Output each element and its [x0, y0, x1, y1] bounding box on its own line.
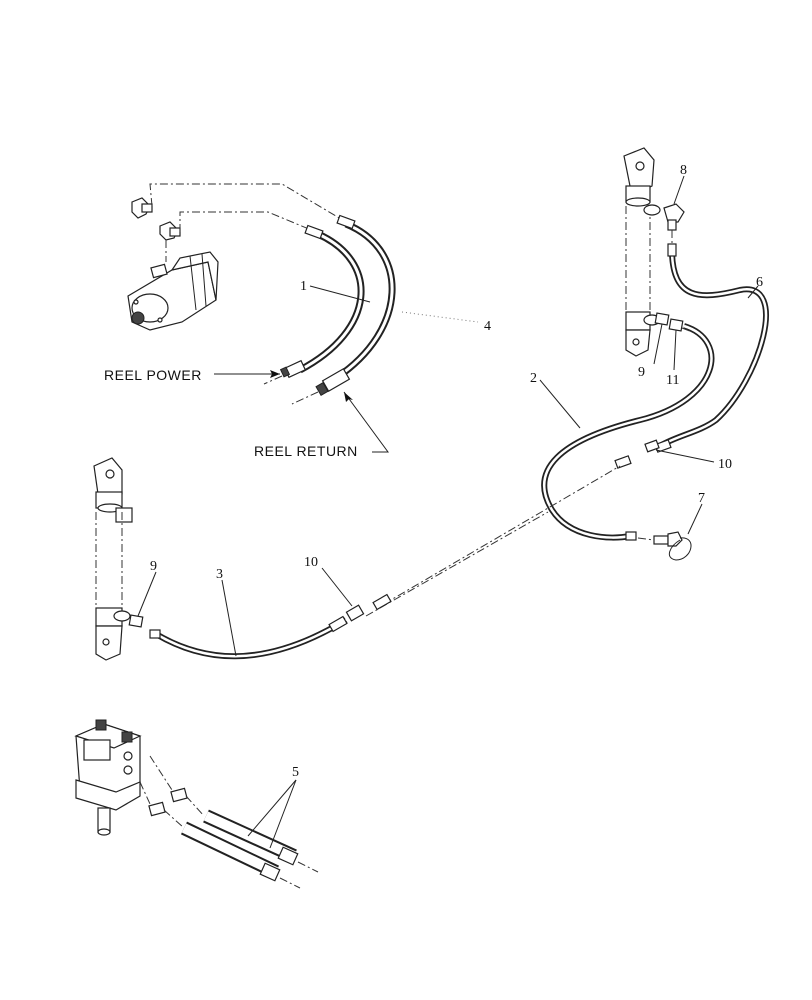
part-number-1: 1 [300, 279, 307, 294]
part-number-2: 2 [530, 371, 537, 386]
hose-6 [654, 243, 769, 453]
lift-cylinder-left [93, 457, 133, 661]
leader-line-5a [247, 779, 297, 837]
part-number-3: 3 [216, 567, 223, 582]
connection-line [263, 375, 283, 385]
lift-cylinder-right [623, 147, 661, 357]
leader-line-1 [309, 285, 371, 303]
valve-adapters [148, 787, 188, 817]
leader-line-10-right [655, 449, 715, 463]
valve-block [74, 719, 142, 836]
part-number-10-right: 10 [718, 457, 732, 472]
motor-elbow-fittings [131, 197, 181, 241]
hose-1 [279, 224, 365, 379]
leader-line-9 [653, 323, 663, 365]
connection-line [149, 183, 347, 223]
part-number-9-right: 9 [638, 365, 645, 380]
elbow-fitting-8 [663, 203, 685, 231]
connection-line [383, 465, 621, 605]
part-number-7: 7 [698, 491, 705, 506]
connection-line [149, 755, 173, 791]
connection-line [179, 211, 317, 233]
reel-return-label: REEL RETURN [254, 443, 358, 459]
leader-line-3 [221, 579, 237, 657]
part-number-9-left: 9 [150, 559, 157, 574]
fitting-10-left [345, 593, 392, 622]
leader-line-2 [539, 379, 581, 429]
connection-line [365, 511, 549, 617]
fitting-9-left [128, 614, 144, 628]
part-number-8: 8 [680, 163, 687, 178]
connection-line [185, 795, 205, 817]
cap-plug-7 [653, 531, 692, 561]
leader-line-7 [687, 503, 703, 535]
connection-line [291, 391, 319, 405]
reel-return-arrow [343, 391, 389, 453]
leader-line-10-left [321, 567, 353, 607]
arrowhead [344, 392, 353, 402]
part-number-11: 11 [666, 373, 679, 388]
reel-power-label: REEL POWER [104, 367, 202, 383]
fitting-9-right [654, 312, 670, 326]
hose-4 [315, 214, 396, 397]
connection-line [139, 781, 151, 805]
fitting-10-right [614, 439, 660, 469]
fitting-11 [668, 318, 684, 332]
leader-line-5b [269, 779, 297, 849]
part-number-10-left: 10 [304, 555, 318, 570]
leader-line-6 [747, 285, 759, 299]
hose-3 [149, 615, 348, 660]
reel-motor [127, 251, 219, 331]
hose-5-lower [180, 821, 301, 889]
hose-5-upper [203, 809, 319, 873]
connection-line [163, 809, 185, 829]
leader-line-9-left [137, 571, 157, 617]
part-number-5: 5 [292, 765, 299, 780]
part-number-4: 4 [484, 319, 491, 334]
connection-line [681, 327, 693, 333]
arrowhead [270, 370, 280, 378]
leader-line-4 [401, 311, 479, 323]
connection-line [637, 537, 655, 541]
leader-line-8 [673, 175, 685, 205]
part-number-6: 6 [756, 275, 763, 290]
leader-line-11 [673, 329, 677, 371]
hose-2 [541, 323, 715, 541]
